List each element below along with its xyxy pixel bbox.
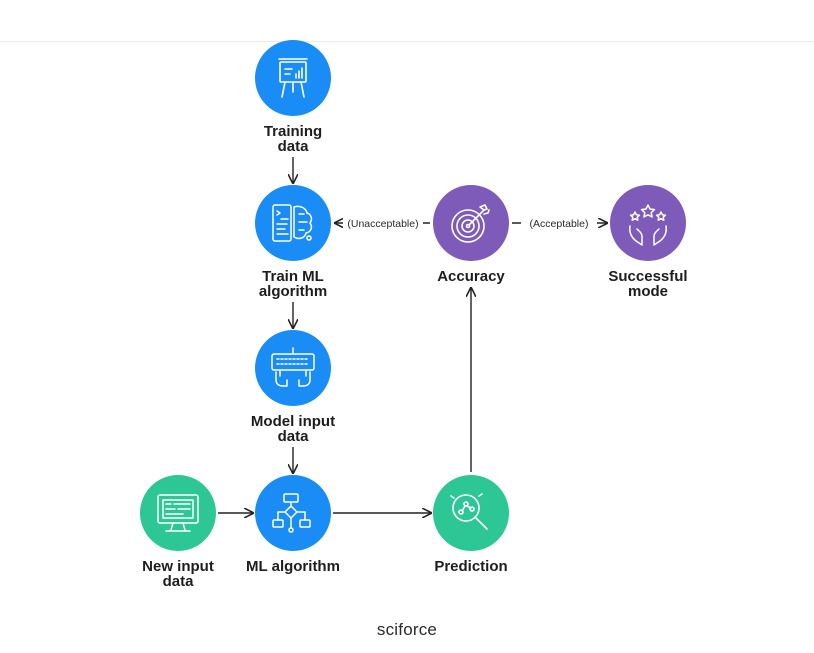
flowchart-icon: [272, 493, 311, 533]
label-line: Model input: [250, 413, 336, 430]
presentation-board-icon: [278, 58, 308, 98]
label-prediction: Prediction: [396, 559, 546, 574]
label-new-input: New input data: [103, 559, 253, 589]
node-successful-mode: [610, 185, 686, 261]
monitor-icon: [157, 494, 199, 532]
node-ml-algorithm: [255, 475, 331, 551]
label-line: algorithm: [258, 283, 328, 300]
node-train-ml: [255, 185, 331, 261]
label-line: data: [162, 573, 194, 590]
label-line: data: [277, 428, 309, 445]
sciforce-logo: sciforce: [376, 620, 438, 639]
label-line: New input: [142, 558, 214, 575]
label-line: Train ML: [262, 268, 324, 285]
label-successful-mode: Successful mode: [573, 269, 723, 299]
hands-stars-icon: [629, 204, 667, 246]
label-line: ML algorithm: [246, 558, 340, 575]
label-accuracy: Accuracy: [396, 269, 546, 284]
label-line: mode: [627, 283, 668, 300]
label-line: Training: [263, 123, 323, 140]
node-model-input: [255, 330, 331, 406]
keyboard-hands-icon: [271, 347, 315, 387]
node-new-input: [140, 475, 216, 551]
node-prediction: [433, 475, 509, 551]
node-training-data: [255, 40, 331, 116]
target-icon: [451, 204, 490, 243]
unacceptable-label: (Unacceptable): [347, 218, 418, 230]
label-line: Prediction: [434, 558, 508, 575]
brain-code-icon: [272, 204, 313, 242]
label-line: Accuracy: [437, 268, 505, 285]
magnifier-chart-icon: [450, 493, 488, 530]
label-line: Successful: [608, 268, 688, 285]
label-line: data: [277, 138, 309, 155]
label-training-data: Training data: [218, 124, 368, 154]
top-bar: [0, 0, 814, 42]
acceptable-label: (Acceptable): [530, 218, 589, 230]
node-accuracy: [433, 185, 509, 261]
label-train-ml: Train ML algorithm: [218, 269, 368, 299]
label-model-input: Model input data: [218, 414, 368, 444]
label-ml-algorithm: ML algorithm: [218, 559, 368, 574]
